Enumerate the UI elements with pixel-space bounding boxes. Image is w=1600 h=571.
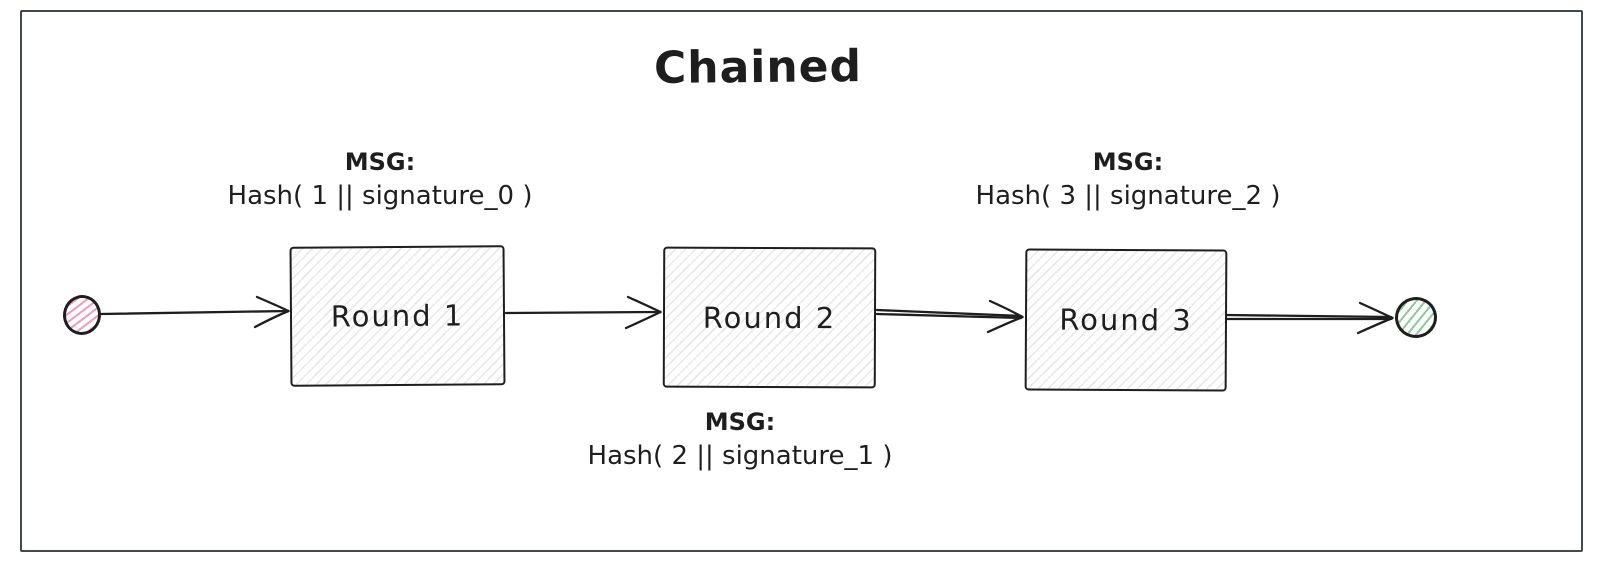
message-text: Hash( 3 || signature_2 ) [975,181,1281,211]
message-heading: MSG: [704,408,776,436]
round-2-label: Round 2 [702,300,837,335]
diagram-title: Chained [653,41,863,94]
round-3-box: Round 3 [1024,248,1228,392]
message-text: Hash( 1 || signature_0 ) [227,181,533,211]
round-1-label: Round 1 [330,298,465,334]
message-label-2: MSG: Hash( 2 || signature_1 ) [588,408,893,471]
round-2-box: Round 2 [662,246,877,389]
round-3-label: Round 3 [1059,302,1193,338]
round-1-box: Round 1 [289,245,506,387]
message-text: Hash( 2 || signature_1 ) [587,441,893,471]
message-heading: MSG: [344,148,416,176]
message-heading: MSG: [1092,148,1164,176]
message-label-1: MSG: Hash( 1 || signature_0 ) [228,148,533,211]
message-label-3: MSG: Hash( 3 || signature_2 ) [976,148,1281,211]
diagram-frame [20,10,1583,552]
